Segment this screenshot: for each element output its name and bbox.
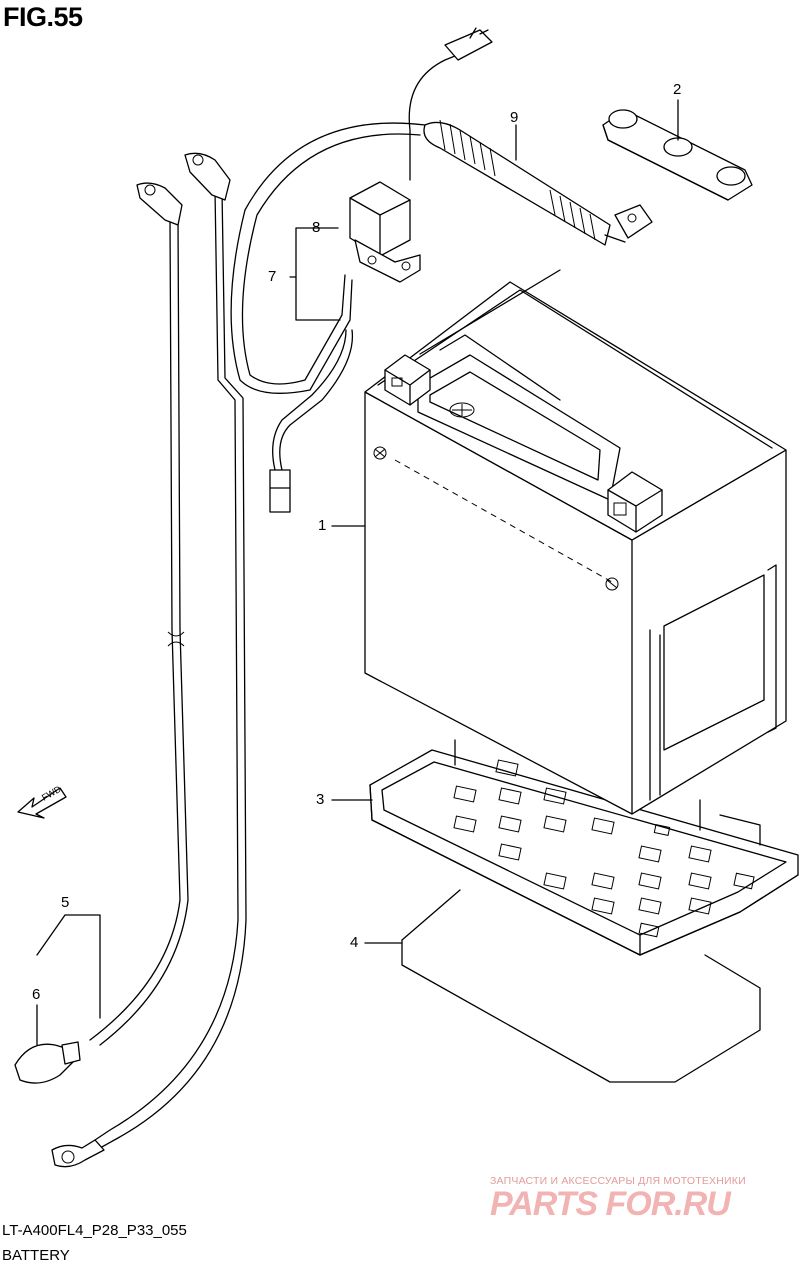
callout-9: 9: [510, 109, 519, 126]
model-code: LT-A400FL4_P28_P33_055: [2, 1222, 187, 1239]
figure-title: FIG.55: [3, 2, 83, 32]
battery-band: [602, 109, 753, 201]
callout-6: 6: [32, 986, 41, 1003]
starter-relay: [349, 181, 421, 283]
callout-7: 7: [268, 268, 277, 285]
watermark-logo: PARTS FOR.RU: [490, 1185, 731, 1223]
callout-8: 8: [312, 219, 321, 236]
battery-pad: [401, 889, 761, 1083]
callout-5: 5: [61, 894, 70, 911]
watermark-tagline: ЗАПЧАСТИ И АКСЕССУАРЫ ДЛЯ МОТОТЕХНИКИ: [490, 1175, 746, 1187]
battery-tray: [369, 739, 799, 956]
battery: [364, 269, 787, 815]
callout-leaders: [36, 99, 679, 1046]
relay-harness: [230, 27, 653, 513]
callout-1: 1: [318, 517, 327, 534]
callout-2: 2: [673, 81, 682, 98]
fwd-direction-arrow: [17, 787, 67, 819]
callout-3: 3: [316, 791, 325, 808]
section-name: BATTERY: [2, 1247, 70, 1264]
battery-cables: [14, 152, 247, 1168]
callout-4: 4: [350, 934, 359, 951]
